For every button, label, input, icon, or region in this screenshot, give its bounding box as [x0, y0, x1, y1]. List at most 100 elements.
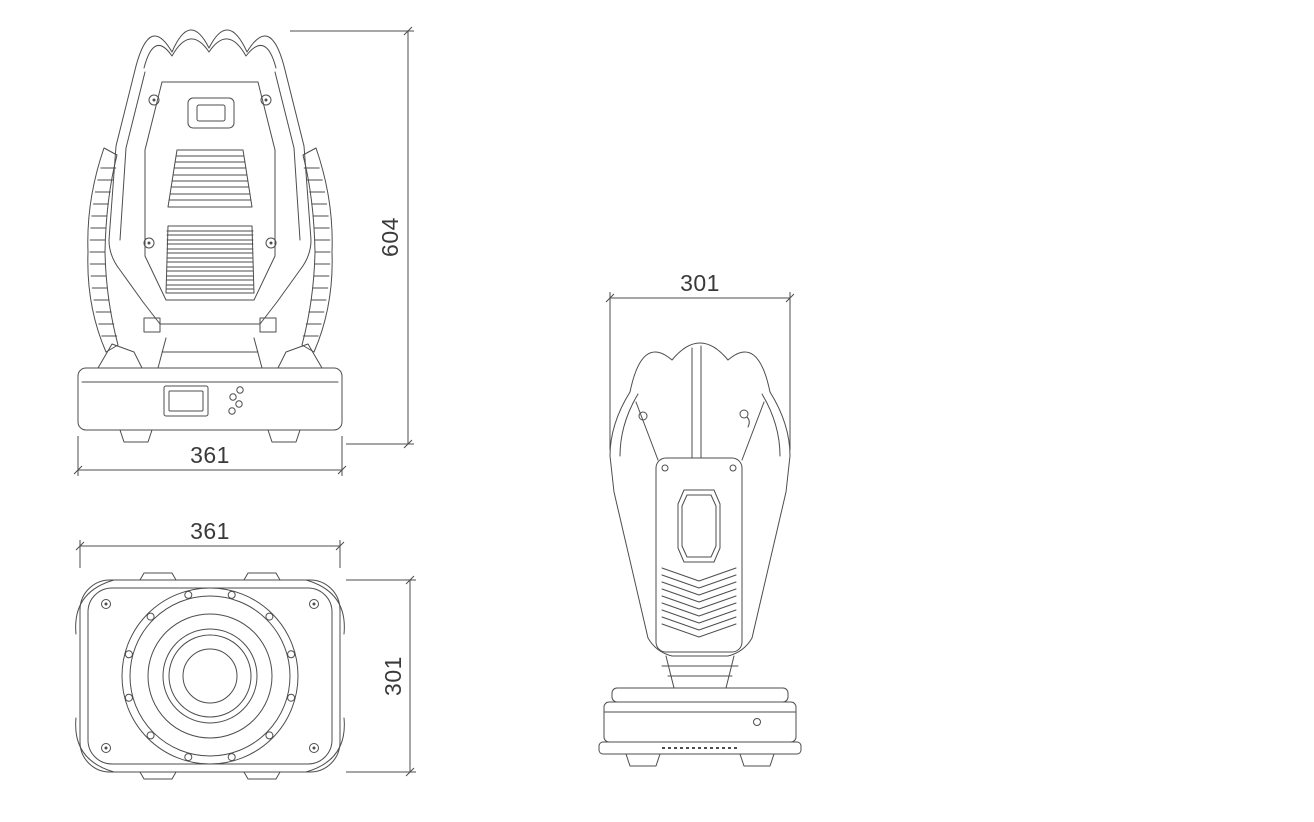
side-feet	[625, 753, 775, 767]
front-display	[163, 385, 209, 417]
dimension-ticks	[403, 26, 413, 449]
front-head-shell	[108, 65, 312, 325]
dim-front-height: 604	[290, 26, 414, 449]
bolt-icon	[287, 693, 296, 702]
dim-top-depth: 301	[346, 575, 416, 777]
top-lens	[121, 587, 299, 765]
dim-label-top-depth: 301	[380, 656, 406, 696]
front-base	[77, 367, 343, 431]
front-mid-grille	[165, 225, 255, 294]
top-corner-screws	[101, 599, 319, 753]
screw-icon	[638, 411, 648, 421]
dimension-ticks	[605, 293, 795, 303]
side-view	[598, 342, 802, 767]
front-right-wing	[301, 147, 333, 353]
screw-icon	[143, 237, 155, 249]
extension-lines	[609, 292, 791, 450]
screw-icon	[101, 599, 111, 609]
dim-label-top-width: 361	[190, 518, 230, 544]
front-screws	[143, 94, 277, 249]
front-feet	[119, 429, 301, 443]
bolt-icon	[146, 731, 155, 740]
screw-dot	[104, 602, 108, 606]
front-crown-inner	[143, 38, 277, 69]
screw-icon	[309, 599, 319, 609]
front-left-wing	[87, 147, 119, 353]
lens-center	[182, 648, 238, 704]
bolt-icon	[265, 612, 274, 621]
extension-lines	[290, 30, 414, 445]
bolt-icon	[184, 590, 193, 599]
screw-icon	[309, 743, 319, 753]
bolt-icon	[227, 590, 236, 599]
screw-tail	[746, 416, 750, 428]
top-corner-bumpers	[75, 579, 345, 773]
dim-front-width: 361	[73, 436, 347, 476]
dimension-ticks	[75, 541, 345, 551]
screw-icon	[101, 743, 111, 753]
front-yoke-arms	[97, 343, 323, 369]
lens-ring	[121, 587, 299, 765]
front-wing-hatch	[89, 167, 331, 337]
bolt-icon	[146, 612, 155, 621]
front-window-outer	[187, 97, 235, 129]
side-slot-inner	[681, 494, 717, 558]
side-crown	[629, 342, 771, 393]
lens-ring	[168, 634, 252, 718]
screw-icon	[148, 94, 160, 106]
button-icon	[235, 400, 243, 408]
screw-dot	[104, 746, 108, 750]
screw-icon	[739, 409, 749, 419]
button-icon	[229, 393, 237, 401]
dim-side-width: 301	[605, 270, 795, 450]
front-upper-fins	[167, 149, 253, 208]
dimension-ticks	[405, 575, 415, 777]
bolt-icon	[124, 693, 133, 702]
front-buttons	[228, 386, 244, 415]
top-edge-tabs	[139, 572, 281, 780]
front-collar-block-right	[259, 317, 277, 333]
top-lens-bolts	[124, 590, 296, 762]
bolt-icon	[184, 753, 193, 762]
lens-ring	[162, 628, 258, 724]
top-view	[75, 572, 345, 780]
screw-dot	[312, 602, 316, 606]
top-housing-outer	[79, 579, 341, 773]
dim-label-front-width: 361	[190, 442, 230, 468]
screw-dot	[269, 241, 273, 245]
lens-ring	[129, 595, 291, 757]
dim-top-width: 361	[75, 518, 345, 568]
side-panel	[655, 457, 743, 653]
screw-dot	[312, 746, 316, 750]
screw-icon	[265, 237, 277, 249]
extension-lines	[79, 540, 341, 568]
bolt-icon	[287, 650, 296, 659]
button-icon	[236, 386, 244, 394]
screw-icon	[661, 464, 669, 472]
bolt-icon	[227, 753, 236, 762]
side-crossbar	[611, 687, 789, 703]
front-head-inner-bezel	[119, 71, 301, 241]
dimension-ticks	[73, 465, 347, 475]
screw-icon	[260, 94, 272, 106]
lens-ring	[147, 613, 273, 739]
side-chevron-vents	[661, 567, 737, 638]
dim-label-front-height: 604	[377, 217, 403, 257]
side-head-shell	[609, 391, 791, 657]
front-display-screen	[168, 390, 204, 412]
screw-dot	[152, 98, 156, 102]
front-window-inner	[196, 104, 226, 122]
dim-label-side-width: 301	[680, 270, 720, 296]
side-slot-outer	[677, 489, 721, 563]
side-panel-screws	[661, 464, 737, 472]
side-base-knob	[753, 718, 761, 726]
front-neck	[157, 337, 263, 369]
front-view	[77, 29, 343, 443]
front-collar-block-left	[143, 317, 161, 333]
side-head-screws	[638, 409, 750, 428]
button-icon	[228, 407, 236, 415]
bolt-icon	[265, 731, 274, 740]
side-base-body	[603, 701, 797, 743]
